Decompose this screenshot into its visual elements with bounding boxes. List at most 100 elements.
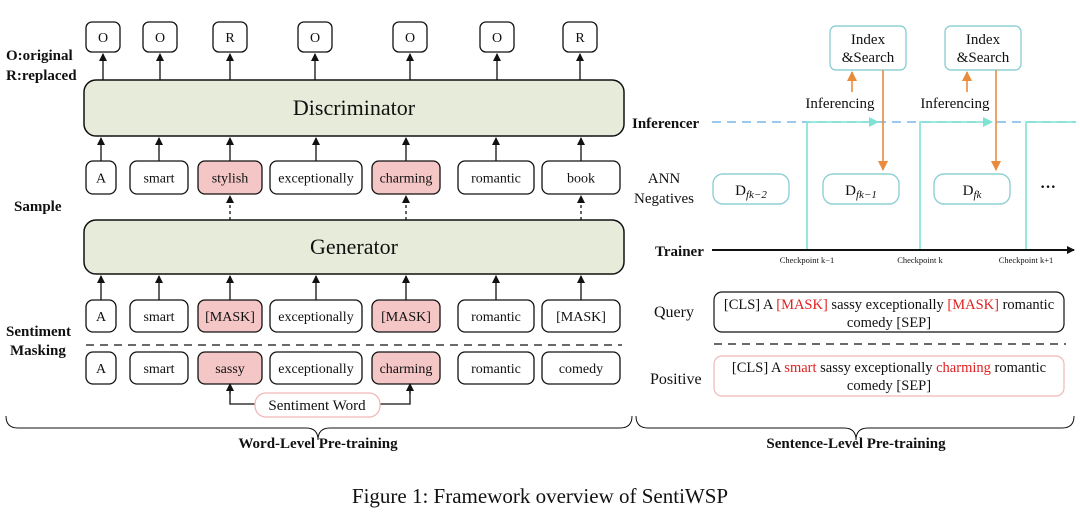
ann-negative-sub: fk−2 [746,189,767,201]
query-text-line2: comedy [SEP] [847,315,931,331]
discriminator-label: Discriminator [293,95,416,120]
index-search-label-2a: Index [966,32,1001,48]
sampled-token-text: romantic [471,172,521,187]
output-label-box [142,21,178,53]
index-search-box-1 [829,25,907,71]
sentence-level-section-label: Sentence-Level Pre-training [766,436,946,452]
index-search-label-2b: &Search [957,50,1010,66]
original-token-box [541,351,621,385]
sentiment-masking-label-1: Sentiment [6,324,71,340]
output-label-box [297,21,333,53]
sampled-token-text: exceptionally [278,172,353,187]
ann-negative-box [712,173,790,205]
output-label-box [562,21,598,53]
text-segment: romantic [991,360,1046,376]
text-segment: [CLS] A [732,360,784,376]
ann-negative-label: Dfk−2 [735,183,767,201]
output-label-box [212,21,248,53]
masked-token-text: [MASK] [381,310,431,325]
generator-box [83,219,625,275]
original-token-text: romantic [471,362,521,377]
checkpoint-label-3: Checkpoint k+1 [999,255,1054,265]
original-token-text: comedy [559,362,603,377]
sentiment-masking-label-2: Masking [10,343,66,359]
highlighted-word: charming [936,360,991,376]
highlighted-word: smart [784,360,816,376]
query-label: Query [654,304,694,321]
original-token-text: smart [143,362,174,377]
text-segment: sassy exceptionally [817,360,937,376]
ann-negative-box [822,173,900,205]
highlighted-word: [MASK] [947,297,999,313]
sentiment-word-label: Sentiment Word [268,398,366,414]
sentence-level-panel: Index &Search Index &Search Inferencing … [632,25,1076,452]
sampled-token-text: stylish [212,172,249,187]
sampled-token-text: book [567,172,595,187]
output-label-box [392,21,428,53]
original-token-text: charming [380,362,433,377]
checkpoint-label-1: Checkpoint k−1 [780,255,835,265]
generator-label: Generator [310,234,399,259]
positive-box [713,355,1065,397]
masked-token-text: smart [143,310,174,325]
negatives-ellipsis: ··· [1040,179,1056,196]
ann-negative-label: Dfk−1 [845,183,877,201]
trainer-label: Trainer [655,244,704,260]
figure-caption: Figure 1: Framework overview of SentiWSP [352,484,728,508]
highlighted-word: [MASK] [776,297,828,313]
output-label-text: R [225,31,235,46]
ann-negative-base: D [845,183,856,199]
positive-text-line2: comedy [SEP] [847,378,931,394]
output-label-text: O [98,31,108,46]
original-token-text: A [96,362,107,377]
output-legend-replaced: R:replaced [6,68,77,84]
inferencing-label-1: Inferencing [805,96,875,112]
output-label-box [85,21,121,53]
ann-negative-box [933,173,1011,205]
original-token-box [85,351,117,385]
positive-text-line1: [CLS] A smart sassy exceptionally charmi… [732,360,1046,376]
output-label-text: O [405,31,415,46]
ann-negative-sub: fk [973,189,982,201]
masked-token-text: A [96,310,107,325]
index-search-box-2 [944,25,1022,71]
query-box [713,291,1065,333]
masked-token-text: romantic [471,310,521,325]
original-token-box [269,351,363,385]
sample-label: Sample [14,199,62,215]
teal-path-3 [1025,121,1076,250]
output-legend-original: O:original [6,48,73,64]
output-label-text: O [310,31,320,46]
positive-label: Positive [650,371,702,388]
ann-label-2: Negatives [634,191,694,207]
word-level-brace [5,415,633,441]
text-segment: sassy exceptionally [828,297,948,313]
sampled-token-text: charming [380,172,433,187]
masked-token-text: [MASK] [205,310,255,325]
sampled-token-text: A [96,172,107,187]
ann-negative-base: D [735,183,746,199]
discriminator-box [83,79,625,137]
text-segment: romantic [999,297,1054,313]
ann-negative-sub: fk−1 [856,189,877,201]
text-segment: [CLS] A [724,297,776,313]
checkpoint-label-2: Checkpoint k [897,255,943,265]
output-label-text: O [155,31,165,46]
output-label-text: O [492,31,502,46]
sentiment-word-box [254,392,381,418]
original-token-text: sassy [215,362,245,377]
teal-path-2 [919,117,993,250]
ann-negative-label: Dfk [963,183,983,201]
word-level-section-label: Word-Level Pre-training [238,436,398,452]
masked-token-text: exceptionally [278,310,353,325]
ann-negative-base: D [963,183,974,199]
inferencer-label: Inferencer [632,116,700,132]
original-token-box [457,351,535,385]
